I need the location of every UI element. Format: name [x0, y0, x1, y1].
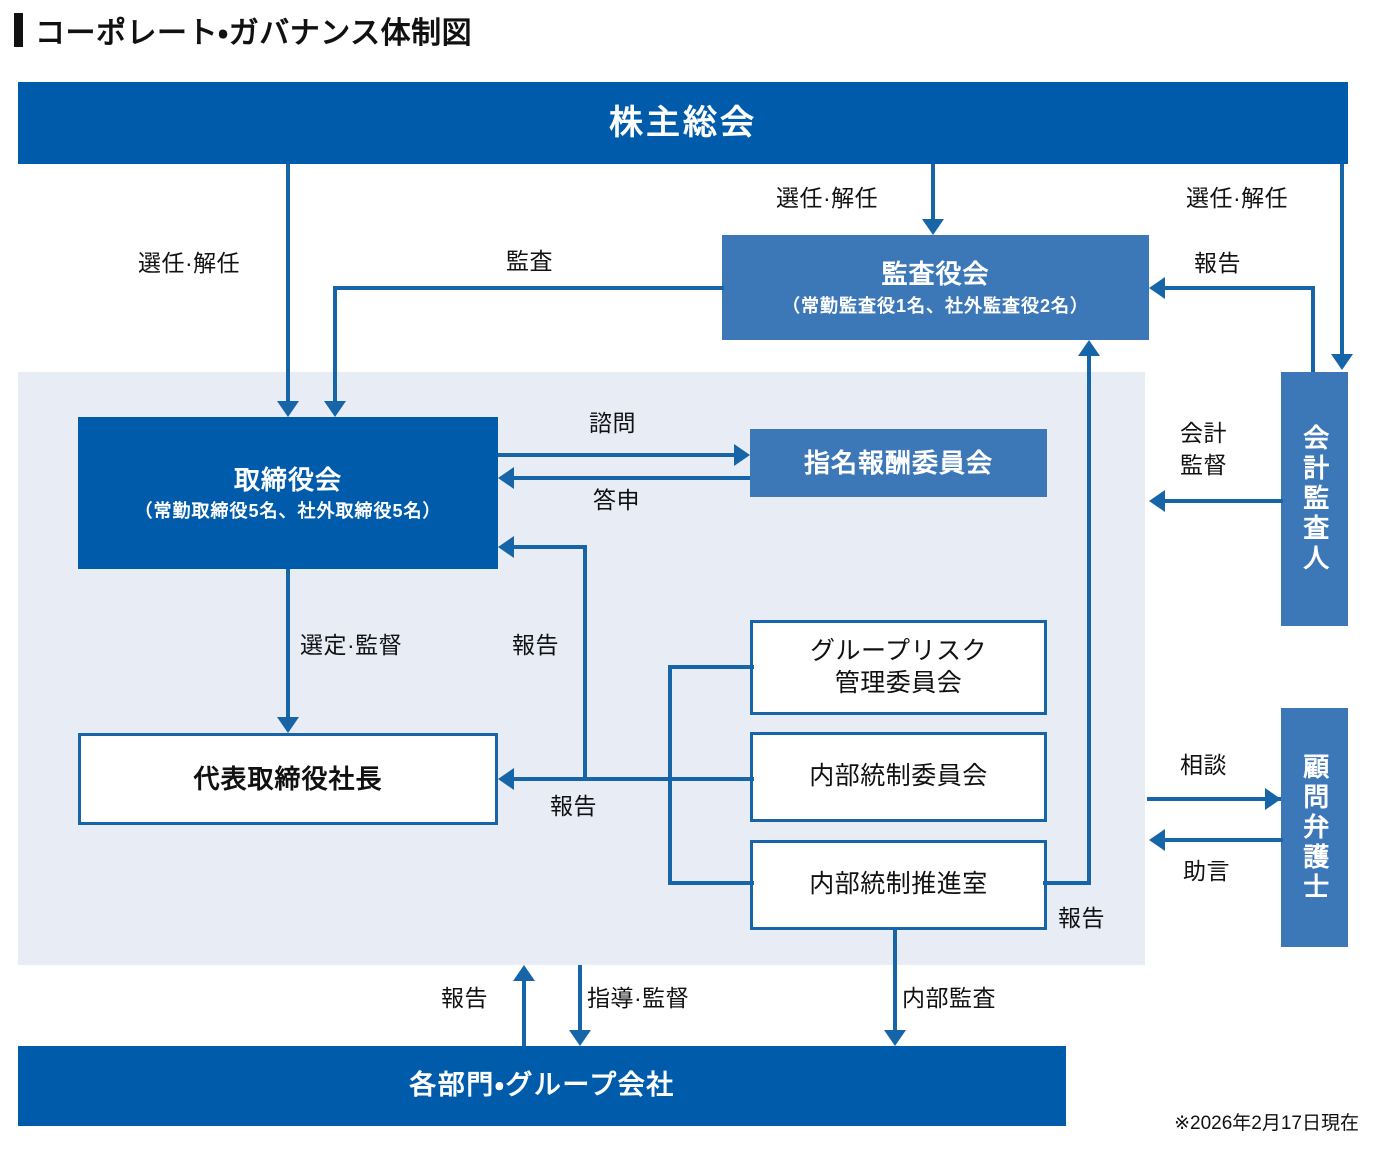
box-legal-advisor: 顧問弁護士	[1281, 708, 1348, 947]
edge-label-sm-to-bod: 選任·解任	[138, 250, 241, 276]
board-of-directors-sublabel: （常勤取締役5名、社外取締役5名）	[134, 501, 442, 521]
line-internal-audit	[893, 930, 897, 1030]
legal-advisor-label: 顧問弁護士	[1299, 752, 1330, 903]
line-internal-control-committee-stub	[668, 777, 754, 781]
edge-label-divisions-report: 報告	[441, 985, 488, 1011]
line-divisions-report	[522, 981, 526, 1046]
footnote: ※2026年2月17日現在	[1174, 1113, 1359, 1134]
line-auditboard-to-bod-v	[333, 286, 337, 401]
arrow-report-to-bod	[498, 536, 514, 558]
line-divisions-supervise	[578, 965, 582, 1030]
edge-label-bod-to-president: 選定·監督	[300, 632, 403, 658]
audit-board-label: 監査役会	[881, 259, 990, 289]
arrow-internal-audit	[884, 1030, 906, 1046]
arrow-accountant-to-auditboard	[1149, 277, 1165, 299]
arrow-sm-to-bod	[277, 401, 299, 417]
arrow-bod-to-committee	[734, 444, 750, 466]
line-office-to-auditboard-h	[1043, 881, 1091, 885]
box-president: 代表取締役社長	[78, 733, 498, 825]
box-accounting-auditor: 会計監査人	[1281, 372, 1348, 626]
arrow-advisor-consult	[1265, 788, 1281, 810]
edge-label-divisions-supervise: 指導·監督	[587, 985, 690, 1011]
accounting-auditor-label: 会計監査人	[1299, 424, 1330, 574]
line-office-to-auditboard-v	[1087, 356, 1091, 883]
box-nomination-compensation-committee: 指名報酬委員会	[750, 429, 1047, 497]
arrow-sm-to-auditboard	[922, 219, 944, 235]
line-committee-bus-v	[668, 665, 672, 883]
line-report-to-president-h	[514, 777, 750, 781]
page-title: コーポレート・ガバナンス体制図	[14, 8, 472, 52]
line-auditboard-to-bod-h	[333, 286, 724, 290]
internal-control-office-label: 内部統制推進室	[809, 870, 988, 899]
audit-board-sublabel: （常勤監査役1名、社外監査役2名）	[781, 295, 1090, 316]
box-divisions-group-companies: 各部門・グループ会社	[18, 1046, 1066, 1126]
arrow-divisions-supervise	[569, 1030, 591, 1046]
edge-label-internal-audit: 内部監査	[902, 985, 996, 1011]
arrow-advisor-advice	[1149, 829, 1165, 851]
box-shareholders-meeting: 株主総会	[18, 82, 1348, 164]
line-accountant-to-auditboard-h	[1165, 286, 1313, 290]
line-sm-to-bod	[286, 164, 290, 401]
line-sm-to-auditboard	[931, 164, 935, 219]
shareholders-meeting-label: 株主総会	[609, 103, 757, 142]
edge-label-auditboard-to-bod: 監査	[506, 248, 553, 274]
arrow-bod-to-president	[277, 717, 299, 733]
edge-label-report-to-president: 報告	[550, 793, 597, 819]
edge-label-accountant-to-auditboard: 報告	[1194, 250, 1241, 276]
edge-label-accountant-to-bod-1: 会計	[1180, 420, 1227, 446]
arrow-sm-to-accountant	[1331, 354, 1353, 370]
divisions-group-companies-label: 各部門・グループ会社	[409, 1070, 675, 1101]
arrow-divisions-report	[513, 965, 535, 981]
president-label: 代表取締役社長	[193, 763, 383, 794]
nomination-compensation-committee-label: 指名報酬委員会	[803, 447, 993, 478]
arrow-auditboard-to-bod	[324, 401, 346, 417]
box-audit-board: 監査役会 （常勤監査役1名、社外監査役2名）	[722, 235, 1149, 340]
arrow-report-to-president	[498, 768, 514, 790]
edge-label-sm-to-accountant: 選任·解任	[1186, 185, 1289, 211]
line-bod-to-president	[286, 569, 290, 717]
line-group-risk-stub	[668, 665, 754, 669]
line-advisor-advice	[1165, 838, 1283, 842]
group-risk-committee-line2: 管理委員会	[834, 668, 963, 697]
line-advisor-consult	[1147, 797, 1281, 801]
edge-label-office-to-auditboard: 報告	[1058, 905, 1105, 931]
edge-label-report-to-bod: 報告	[512, 632, 559, 658]
edge-label-accountant-to-bod-2: 監督	[1180, 452, 1227, 478]
edge-label-advisor-advice: 助言	[1183, 858, 1230, 884]
internal-control-committee-label: 内部統制委員会	[809, 762, 988, 791]
title-accent-bar	[14, 13, 23, 47]
line-accountant-to-bod	[1165, 499, 1283, 503]
edge-label-sm-to-auditboard: 選任·解任	[776, 185, 879, 211]
edge-label-committee-to-bod: 答申	[593, 487, 640, 513]
arrow-accountant-to-bod	[1149, 490, 1165, 512]
page-title-text: コーポレート・ガバナンス体制図	[35, 17, 473, 50]
line-accountant-to-auditboard-v	[1311, 286, 1315, 372]
line-report-to-bod-v	[583, 545, 587, 780]
arrow-office-to-auditboard	[1078, 340, 1100, 356]
line-bod-to-committee	[498, 453, 734, 457]
box-internal-control-committee: 内部統制委員会	[750, 732, 1047, 822]
group-risk-committee-line1: グループリスク	[809, 637, 987, 666]
edge-label-bod-to-committee: 諮問	[589, 410, 636, 436]
line-internal-control-office-stub	[668, 881, 754, 885]
box-board-of-directors: 取締役会 （常勤取締役5名、社外取締役5名）	[78, 417, 498, 569]
edge-label-advisor-consult: 相談	[1180, 752, 1227, 778]
board-of-directors-label: 取締役会	[233, 464, 342, 495]
arrow-committee-to-bod	[498, 467, 514, 489]
box-group-risk-committee: グループリスク 管理委員会	[750, 620, 1047, 715]
line-committee-to-bod	[514, 476, 750, 480]
line-sm-to-accountant	[1340, 164, 1344, 354]
box-internal-control-office: 内部統制推進室	[750, 840, 1047, 930]
line-report-to-bod-h	[514, 545, 585, 549]
